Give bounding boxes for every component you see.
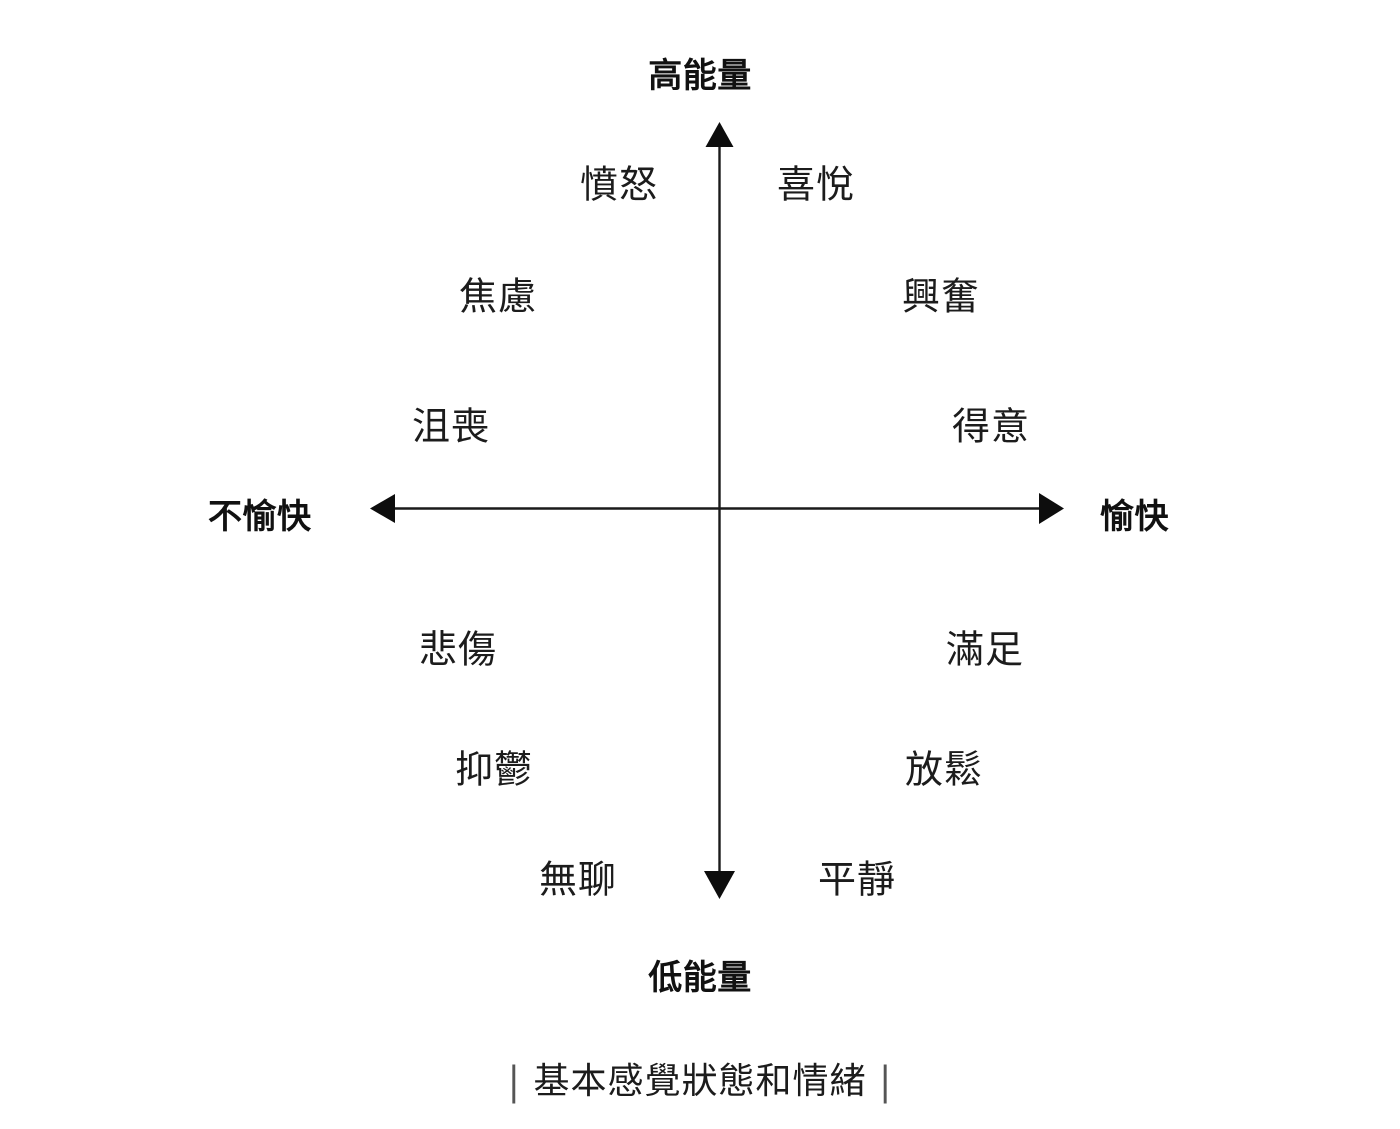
arrow-up-icon [705,122,734,147]
emotion-label-sadness: 悲傷 [418,629,498,672]
emotion-label-boredom: 無聊 [538,859,618,902]
emotion-label-anxiety: 焦慮 [458,276,538,319]
caption-text: 基本感覺狀態和情緒 [533,1060,867,1101]
axis-label-high-energy: 高能量 [648,57,752,95]
emotion-label-excitement: 興奮 [901,276,981,319]
emotion-label-joy: 喜悅 [776,164,856,207]
emotion-label-frustration: 沮喪 [411,406,491,449]
axis-label-low-energy: 低能量 [648,959,752,997]
caption-rule-left: | [509,1056,520,1104]
figure-caption: | 基本感覺狀態和情緒 | [0,1052,1400,1104]
arrow-down-icon [704,871,735,899]
arrow-right-icon [1039,493,1064,524]
emotion-label-depression: 抑鬱 [454,749,534,792]
caption-rule-right: | [880,1056,891,1104]
emotion-label-pride: 得意 [951,406,1031,449]
arrow-left-icon [370,494,395,523]
emotion-label-anger: 憤怒 [579,164,659,207]
axis-label-pleasant: 愉快 [1100,498,1169,536]
axis-label-unpleasant: 不愉快 [208,498,312,536]
emotion-label-relaxation: 放鬆 [904,749,984,792]
emotion-label-calm: 平靜 [817,859,897,902]
emotion-label-contentment: 滿足 [945,629,1025,672]
